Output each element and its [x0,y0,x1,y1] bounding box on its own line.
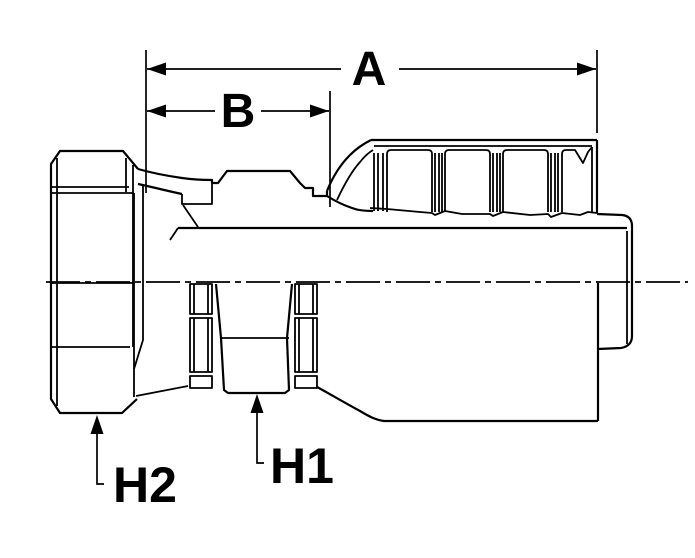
hex-h1-lower [214,283,294,395]
ferrule-lower [316,386,598,423]
crimp-segment [444,149,491,212]
leader-h1: H1 [250,394,334,494]
crimp-segment [386,149,433,212]
dimension-b: B [147,85,331,207]
arrowhead-up-icon [90,415,104,434]
arrowhead-right-icon [577,62,596,76]
arrowhead-right-icon [310,104,329,118]
arrowhead-left-icon [147,62,166,76]
hex-nut-h2 [49,149,189,415]
label-dim-b: B [221,85,256,138]
ferrule-upper [325,138,599,218]
leader-h2: H2 [90,415,177,513]
label-h1: H1 [270,438,334,494]
hex-h1-upper [212,169,329,198]
thread-bands-right [294,283,318,389]
arrowhead-left-icon [147,104,166,118]
crimp-segment [502,149,549,212]
collar [596,212,634,421]
arrowhead-up-icon [250,394,264,413]
crimp-segment [561,146,593,212]
label-h2: H2 [113,457,177,513]
swivel-neck [137,167,214,241]
dimension-a: A [145,43,598,193]
label-dim-a: A [352,43,387,96]
thread-bands-left [189,283,213,389]
